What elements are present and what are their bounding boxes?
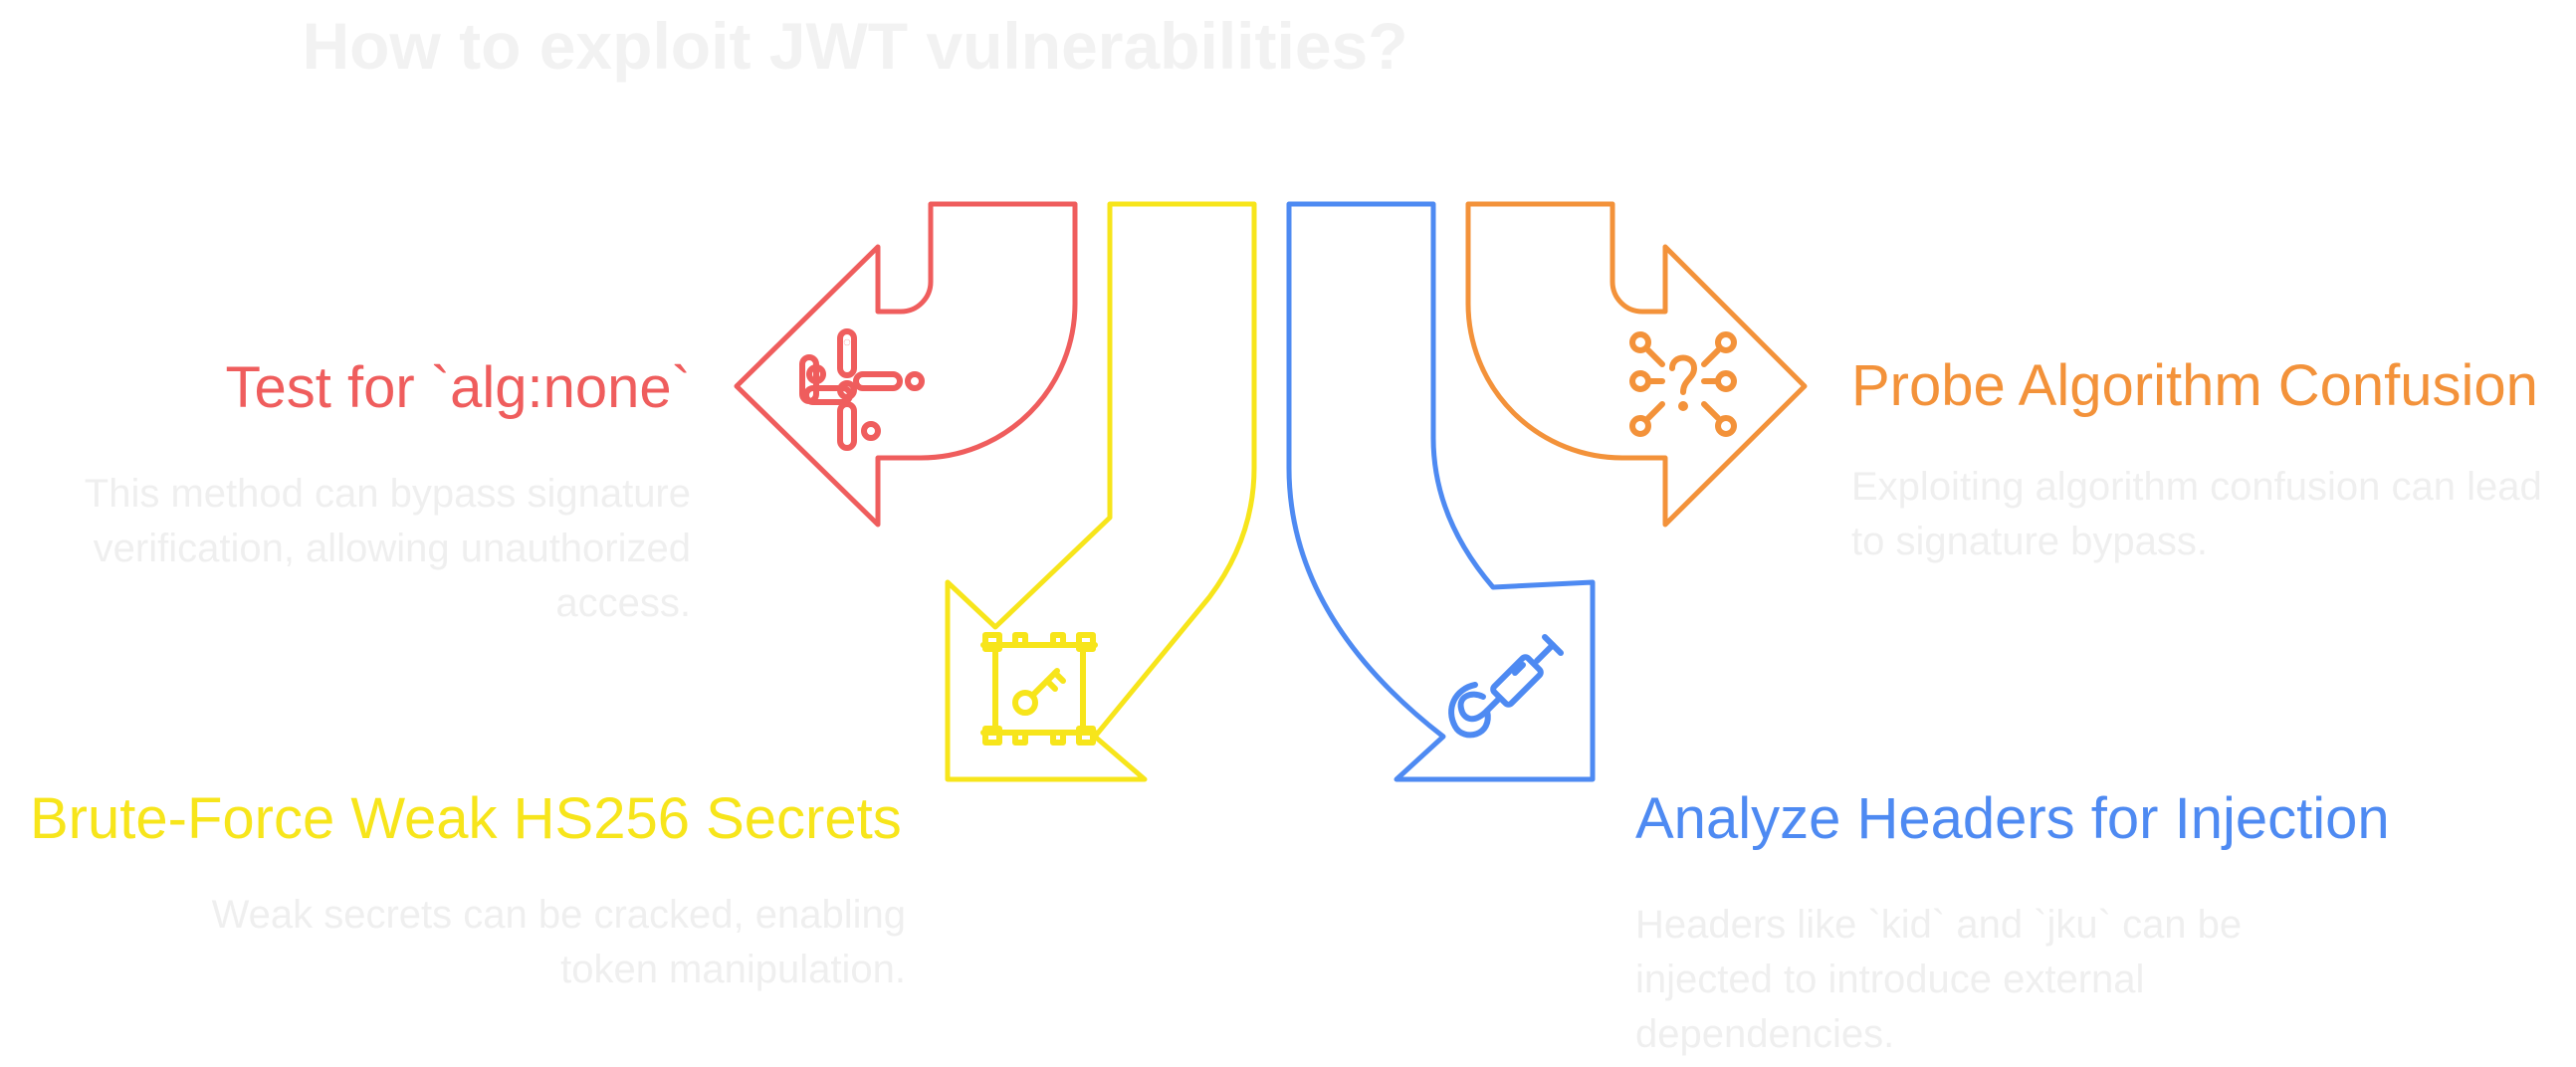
- orange-arrow: [1465, 201, 1808, 528]
- step-description-header-injection: Headers like `kid` and `jku` can be inje…: [1635, 903, 2243, 1056]
- step-label-brute-force: Brute-Force Weak HS256 Secrets: [30, 786, 902, 851]
- diagram-title: How to exploit JWT vulnerabilities?: [302, 9, 1408, 83]
- red-arrow: [734, 201, 1078, 528]
- step-description-algorithm-confusion: Exploiting algorithm confusion can lead …: [1851, 465, 2542, 563]
- question-network-icon: [1629, 331, 1737, 437]
- step-label-algorithm-confusion: Probe Algorithm Confusion: [1851, 353, 2538, 418]
- blue-arrow: [1286, 201, 1596, 782]
- syringe-icon: [1448, 634, 1564, 739]
- slack-logo-icon: [799, 328, 925, 451]
- step-description-brute-force: Weak secrets can be cracked, enabling to…: [211, 893, 906, 991]
- yellow-arrow: [945, 201, 1257, 782]
- step-label-alg-none: Test for `alg:none`: [225, 355, 691, 420]
- step-label-header-injection: Analyze Headers for Injection: [1635, 786, 2390, 851]
- key-chip-icon: [980, 632, 1098, 746]
- step-description-alg-none: This method can bypass signature verific…: [84, 472, 691, 625]
